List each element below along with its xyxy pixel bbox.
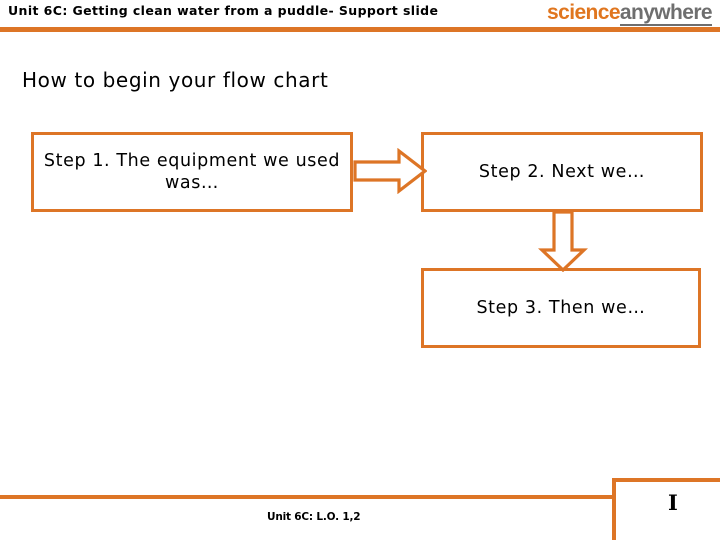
slide-header-title: Unit 6C: Getting clean water from a pudd… — [8, 3, 439, 18]
arrow-right-icon — [353, 147, 428, 195]
arrow-down-icon — [538, 210, 588, 273]
flow-box-step-3[interactable]: Step 3. Then we… — [421, 268, 701, 348]
page-title: How to begin your flow chart — [22, 68, 329, 92]
logo-word-anywhere: anywhere — [619, 1, 713, 26]
logo-word-science: science — [547, 1, 620, 24]
text-cursor-icon: I — [668, 490, 678, 515]
footer-divider-rule — [0, 495, 612, 499]
flow-box-step-2[interactable]: Step 2. Next we… — [421, 132, 703, 212]
footer-learning-objective: Unit 6C: L.O. 1,2 — [267, 511, 361, 523]
header-divider-rule — [0, 27, 720, 32]
scienceanywhere-logo: scienceanywhere — [547, 1, 713, 26]
flow-box-step-1[interactable]: Step 1. The equipment we used was… — [31, 132, 353, 212]
footer-corner-vertical-rule — [612, 478, 616, 540]
footer-corner-horizontal-rule — [612, 478, 720, 482]
